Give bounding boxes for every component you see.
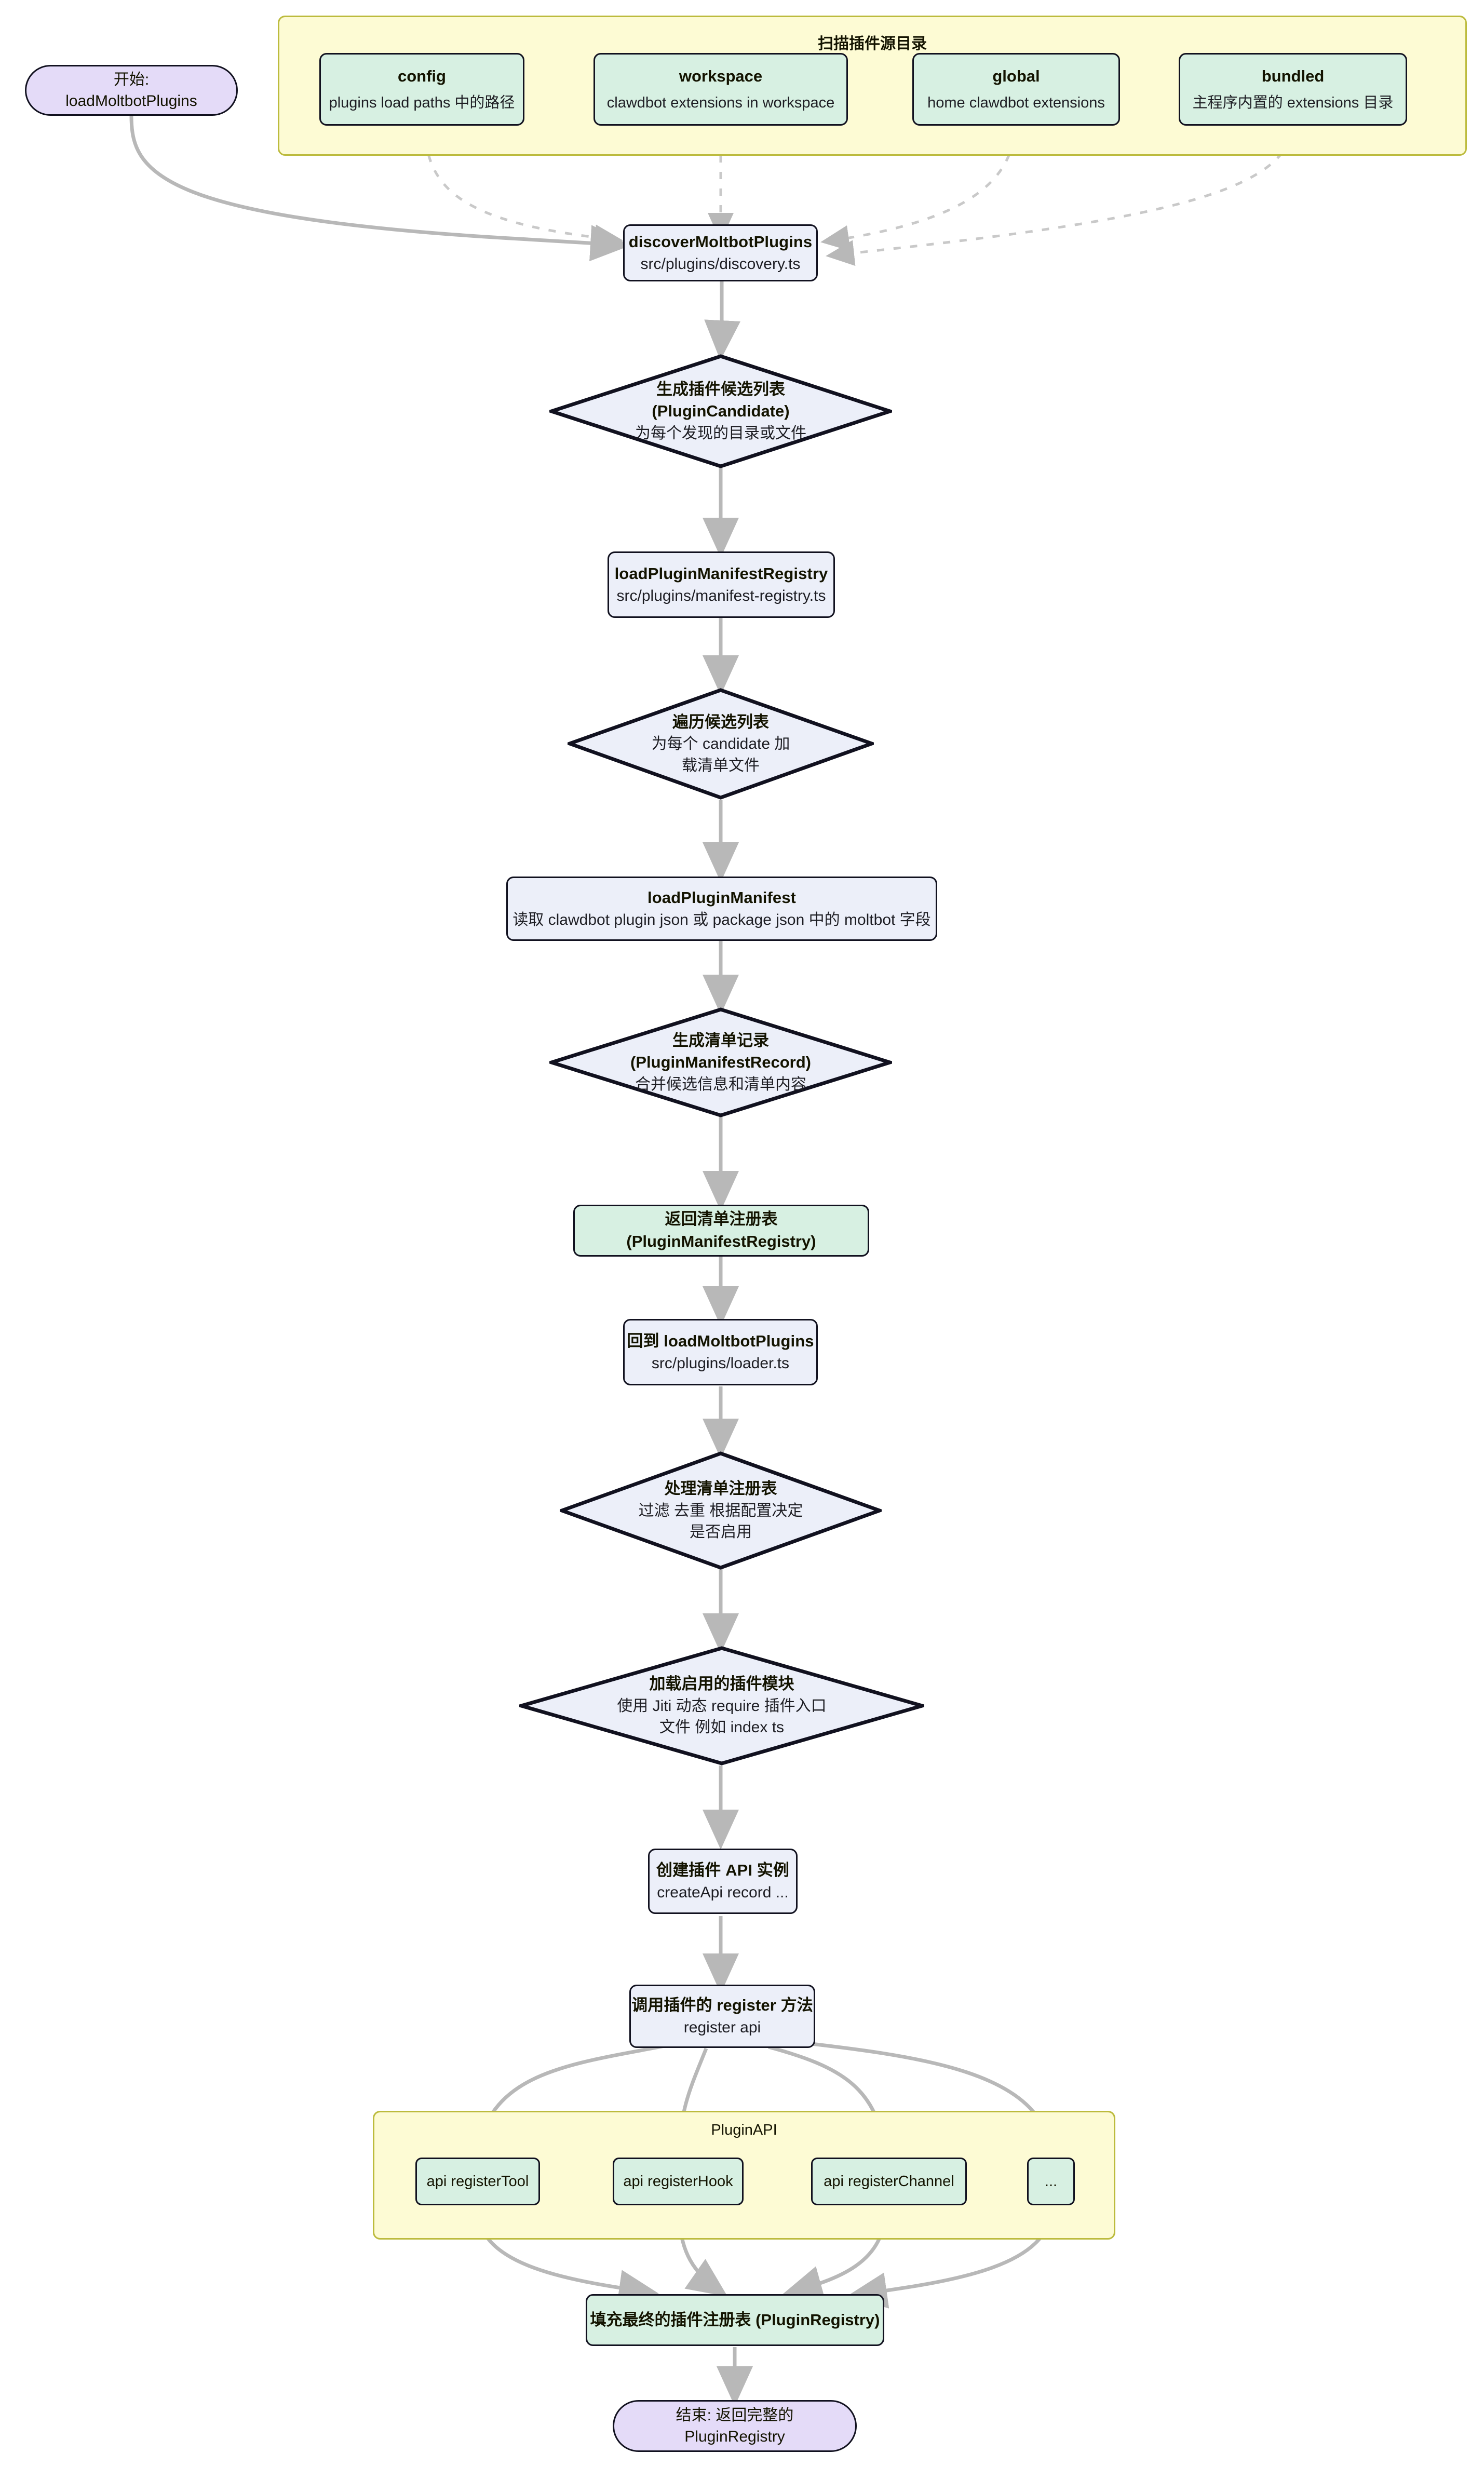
diamond-shape [549, 1007, 892, 1117]
node-discover-title: discoverMoltbotPlugins [628, 232, 813, 251]
diamond-shape [560, 1451, 882, 1570]
node-process-line3: 是否启用 [690, 1524, 752, 1541]
node-process-line2: 过滤 去重 根据配置决定 [638, 1502, 803, 1519]
node-api-more[interactable]: ... [1027, 2158, 1075, 2205]
node-backloader-subtitle: src/plugins/loader.ts [651, 1354, 790, 1372]
node-create-plugin-api[interactable]: 创建插件 API 实例 createApi record ... [648, 1849, 798, 1914]
node-source-global-title: global [992, 66, 1040, 85]
node-generate-plugin-candidates[interactable]: 生成插件候选列表 (PluginCandidate) 为每个发现的目录或文件 [549, 354, 892, 468]
node-candidate-line3: 为每个发现的目录或文件 [635, 425, 806, 442]
node-api-register-hook-title: api registerHook [623, 2173, 733, 2190]
node-end-line2: PluginRegistry [684, 2428, 785, 2445]
diamond-shape [568, 688, 874, 800]
node-loadmodules-line3: 文件 例如 index ts [659, 1719, 785, 1736]
node-source-bundled-title: bundled [1261, 66, 1325, 85]
node-source-config-title: config [398, 66, 446, 85]
node-candidate-line1: 生成插件候选列表 [656, 380, 785, 398]
node-start-line2: loadMoltbotPlugins [65, 92, 197, 110]
node-iterate-line2: 为每个 candidate 加 [651, 735, 790, 753]
node-createapi-subtitle: createApi record ... [657, 1883, 789, 1901]
node-lpmr-subtitle: src/plugins/manifest-registry.ts [616, 587, 826, 604]
node-source-bundled[interactable]: bundled 主程序内置的 extensions 目录 [1179, 53, 1407, 126]
node-record-line1: 生成清单记录 [672, 1031, 769, 1049]
node-load-plugin-manifest-registry[interactable]: loadPluginManifestRegistry src/plugins/m… [608, 551, 835, 618]
node-api-register-tool-title: api registerTool [426, 2173, 529, 2190]
node-return-title: 返回清单注册表 (PluginManifestRegistry) [626, 1210, 816, 1250]
node-source-bundled-subtitle: 主程序内置的 extensions 目录 [1192, 95, 1394, 112]
node-callregister-subtitle: register api [683, 2018, 761, 2036]
node-generate-manifest-record[interactable]: 生成清单记录 (PluginManifestRecord) 合并候选信息和清单内… [549, 1007, 892, 1117]
edge-discover-candidate [704, 281, 741, 360]
node-discover-moltbot-plugins[interactable]: discoverMoltbotPlugins src/plugins/disco… [623, 224, 818, 281]
node-back-to-loader[interactable]: 回到 loadMoltbotPlugins src/plugins/loader… [623, 1319, 818, 1385]
node-process-line1: 处理清单注册表 [664, 1479, 777, 1498]
subgraph-scan-sources-title: 扫描插件源目录 [818, 35, 927, 52]
node-lpm-subtitle: 读取 clawdbot plugin json 或 package json 中… [512, 911, 931, 928]
node-iterate-line3: 载清单文件 [682, 757, 760, 774]
node-source-workspace[interactable]: workspace clawdbot extensions in workspa… [593, 53, 848, 126]
node-source-workspace-title: workspace [679, 66, 763, 85]
node-iterate-line1: 遍历候选列表 [672, 712, 769, 731]
node-api-register-hook[interactable]: api registerHook [613, 2158, 744, 2205]
node-candidate-line2: (PluginCandidate) [652, 402, 790, 421]
node-end-line1: 结束: 返回完整的 [676, 2406, 794, 2424]
node-record-line3: 合并候选信息和清单内容 [635, 1076, 806, 1094]
node-api-register-channel-title: api registerChannel [824, 2173, 954, 2190]
node-fillregistry-title: 填充最终的插件注册表 (PluginRegistry) [590, 2310, 880, 2329]
node-end[interactable]: 结束: 返回完整的 PluginRegistry [613, 2400, 857, 2452]
node-discover-subtitle: src/plugins/discovery.ts [640, 255, 801, 273]
node-load-enabled-modules[interactable]: 加载启用的插件模块 使用 Jiti 动态 require 插件入口 文件 例如 … [519, 1646, 924, 1765]
node-callregister-title: 调用插件的 register 方法 [631, 1996, 813, 2014]
node-load-plugin-manifest[interactable]: loadPluginManifest 读取 clawdbot plugin js… [506, 877, 937, 941]
node-source-workspace-subtitle: clawdbot extensions in workspace [606, 95, 835, 112]
node-record-line2: (PluginManifestRecord) [630, 1053, 811, 1072]
node-iterate-candidates[interactable]: 遍历候选列表 为每个 candidate 加 载清单文件 [568, 688, 874, 800]
node-api-register-channel[interactable]: api registerChannel [811, 2158, 967, 2205]
node-start-line1: 开始: [113, 71, 150, 88]
diamond-shape [519, 1646, 924, 1765]
node-source-global-subtitle: home clawdbot extensions [927, 95, 1105, 112]
node-loadmodules-line2: 使用 Jiti 动态 require 插件入口 [617, 1697, 827, 1715]
node-api-register-tool[interactable]: api registerTool [415, 2158, 540, 2205]
subgraph-plugin-api-title: PluginAPI [711, 2122, 777, 2138]
node-source-config[interactable]: config plugins load paths 中的路径 [319, 53, 524, 126]
node-process-manifest-registry[interactable]: 处理清单注册表 过滤 去重 根据配置决定 是否启用 [560, 1451, 882, 1570]
node-backloader-title: 回到 loadMoltbotPlugins [627, 1331, 814, 1350]
node-lpm-title: loadPluginManifest [647, 888, 796, 907]
node-loadmodules-line1: 加载启用的插件模块 [649, 1675, 794, 1693]
node-start[interactable]: 开始: loadMoltbotPlugins [25, 65, 238, 116]
node-createapi-title: 创建插件 API 实例 [656, 1861, 789, 1879]
diamond-shape [549, 354, 892, 468]
node-return-manifest-registry[interactable]: 返回清单注册表 (PluginManifestRegistry) [573, 1205, 869, 1257]
node-api-more-title: ... [1044, 2173, 1058, 2190]
node-lpmr-title: loadPluginManifestRegistry [614, 564, 828, 583]
node-fill-plugin-registry[interactable]: 填充最终的插件注册表 (PluginRegistry) [586, 2294, 884, 2346]
node-source-global[interactable]: global home clawdbot extensions [912, 53, 1120, 126]
node-source-config-subtitle: plugins load paths 中的路径 [329, 95, 515, 112]
node-call-plugin-register[interactable]: 调用插件的 register 方法 register api [629, 1985, 815, 2048]
